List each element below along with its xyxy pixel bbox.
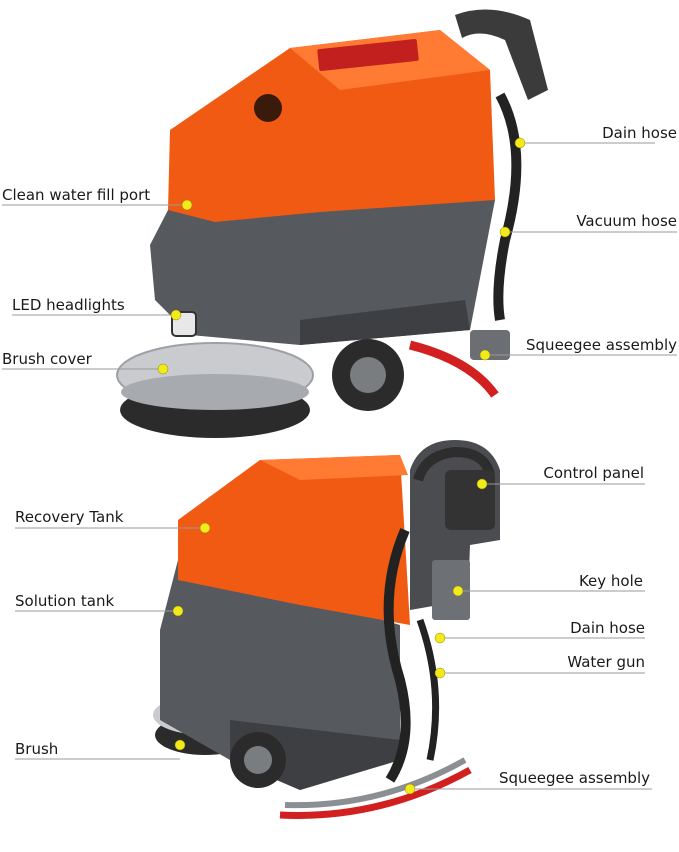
dot-control-panel <box>476 478 488 490</box>
label-clean-water-fill-port: Clean water fill port <box>2 186 151 204</box>
leader-lines <box>2 142 677 790</box>
bottom-hose-shape <box>383 528 411 783</box>
dot-solution-tank <box>172 605 184 617</box>
bottom-machine-illustration <box>153 440 500 819</box>
dot-recovery-tank <box>199 522 211 534</box>
bottom-handle <box>413 446 495 482</box>
top-squeegee-blade <box>408 340 499 398</box>
label-squeegee-assembly-top: Squeegee assembly <box>526 336 677 354</box>
label-solution-tank: Solution tank <box>15 592 115 610</box>
dot-drain-hose-top <box>514 137 526 149</box>
dot-brush <box>174 739 186 751</box>
bottom-hose-2 <box>416 618 440 761</box>
top-handle <box>455 9 548 101</box>
top-hose-shape <box>493 92 522 321</box>
top-squeegee-frame <box>470 330 510 360</box>
dot-clean-water-fill-port <box>181 199 193 211</box>
dot-squeegee-bottom <box>404 783 416 795</box>
marker-dots <box>157 137 526 795</box>
label-brush-cover: Brush cover <box>2 350 92 368</box>
dot-led-headlights <box>170 309 182 321</box>
dot-squeegee-top <box>479 349 491 361</box>
label-control-panel: Control panel <box>543 464 644 482</box>
top-body-shadow <box>300 300 470 345</box>
bottom-control-panel-shape <box>445 470 495 530</box>
label-recovery-tank: Recovery Tank <box>15 508 124 526</box>
bottom-orange-tank <box>178 455 410 625</box>
dot-drain-hose-bottom <box>434 632 446 644</box>
bottom-wheel-hub <box>244 746 272 774</box>
label-squeegee-assembly-bottom: Squeegee assembly <box>499 769 650 787</box>
top-brush-cover-rim <box>121 374 309 410</box>
bottom-key-panel <box>432 560 470 620</box>
dot-water-gun <box>434 667 446 679</box>
bottom-squeegee-frame <box>284 757 467 809</box>
bottom-squeegee-blade <box>279 766 472 819</box>
top-control-display <box>317 39 419 71</box>
label-key-hole: Key hole <box>578 572 643 590</box>
top-wheel-hub <box>350 357 386 393</box>
dot-brush-cover <box>157 363 169 375</box>
label-led-headlights: LED headlights <box>12 296 125 314</box>
top-brand-badge <box>254 94 282 122</box>
label-water-gun: Water gun <box>567 653 645 671</box>
top-machine-illustration <box>116 9 548 438</box>
label-brush: Brush <box>15 740 59 758</box>
dot-vacuum-hose <box>499 226 511 238</box>
label-drain-hose-top: Dain hose <box>602 124 677 142</box>
label-drain-hose-bottom: Dain hose <box>570 619 645 637</box>
bottom-orange-lid <box>260 455 408 480</box>
dot-key-hole <box>452 585 464 597</box>
bottom-grey-body <box>160 560 400 790</box>
label-vacuum-hose: Vacuum hose <box>576 212 677 230</box>
